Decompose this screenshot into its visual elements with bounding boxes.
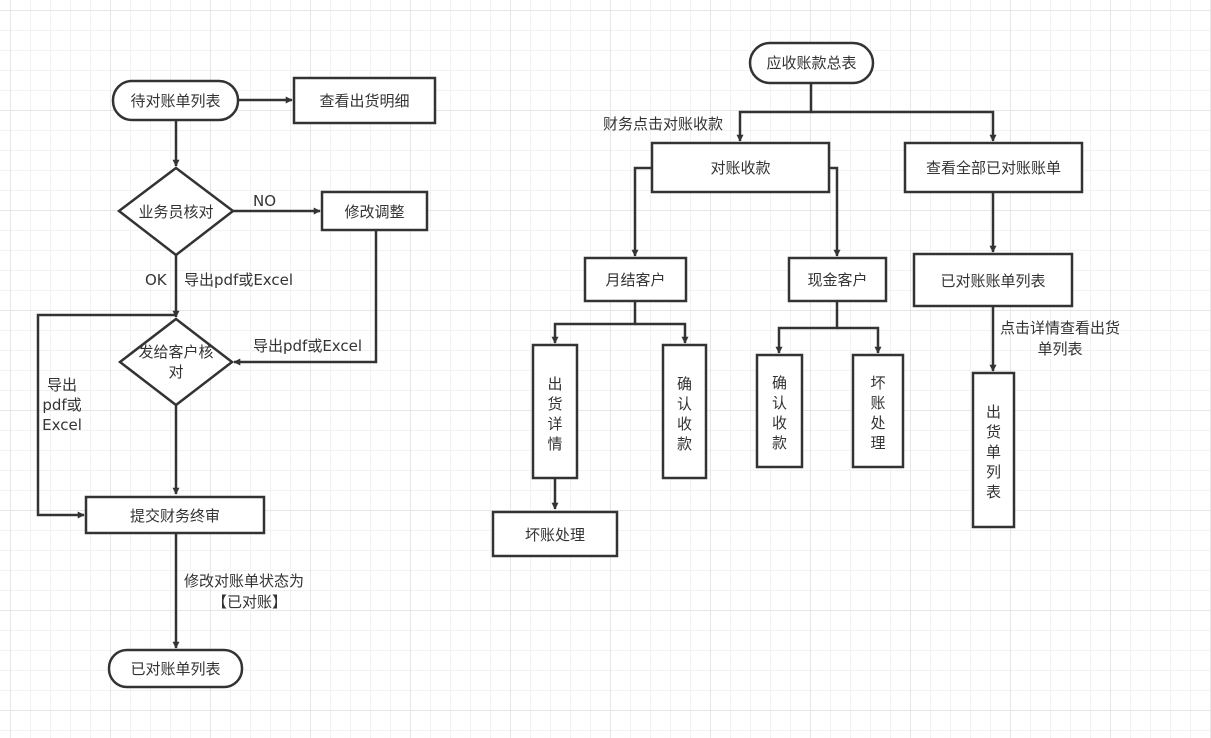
node-bad-debt-vertical-char-1: 坏	[870, 374, 885, 392]
node-confirm-collect-2[interactable]: 确 认 收 款	[755, 353, 804, 469]
node-confirm-collect-1-char-2: 认	[677, 395, 692, 413]
node-view-shipment-detail[interactable]: 查看出货明细	[292, 76, 437, 125]
node-reconciled-list-right-label: 已对账账单列表	[940, 272, 1045, 290]
node-shipment-list-char-3: 单	[986, 443, 1001, 461]
node-ar-summary[interactable]: 应收账款总表	[748, 41, 875, 85]
label-set-status-line2: 【已对账】	[212, 593, 287, 611]
label-export-3: 导出 pdf或 Excel	[42, 376, 82, 434]
node-confirm-collect-2-char-4: 款	[772, 434, 787, 452]
node-sales-check[interactable]: 业务员核对	[116, 166, 236, 257]
node-view-all-reconciled-label: 查看全部已对账账单	[926, 159, 1061, 177]
node-sales-check-label: 业务员核对	[138, 203, 213, 221]
node-modify-adjust-label: 修改调整	[344, 203, 404, 221]
edge-summary-branch-right	[811, 110, 997, 142]
node-shipment-list-char-4: 列	[986, 463, 1001, 481]
node-cash-customer-label: 现金客户	[807, 271, 867, 289]
node-ar-summary-label: 应收账款总表	[766, 54, 856, 72]
edge-collect-to-monthly	[631, 166, 651, 257]
node-confirm-collect-2-char-1: 确	[772, 374, 787, 392]
label-export-3-line1: 导出	[47, 376, 77, 394]
node-shipment-detail-char-1: 出	[547, 375, 562, 393]
edge-monthly-branch-left	[551, 302, 637, 344]
node-reconciled-list-right[interactable]: 已对账账单列表	[912, 252, 1074, 308]
node-confirm-collect-2-char-3: 收	[772, 414, 787, 432]
node-confirm-collect-1-char-1: 确	[677, 375, 692, 393]
node-bad-debt-horizontal[interactable]: 坏账处理	[491, 510, 619, 558]
node-modify-adjust[interactable]: 修改调整	[320, 190, 429, 232]
node-monthly-customer-label: 月结客户	[605, 271, 665, 289]
node-send-customer-label-line1: 发给客户核	[138, 343, 213, 361]
edge-modify-to-send	[233, 230, 378, 366]
node-confirm-collect-1[interactable]: 确 认 收 款	[661, 343, 708, 480]
node-bad-debt-vertical-char-4: 理	[870, 434, 885, 452]
node-confirm-collect-1-char-3: 收	[677, 415, 692, 433]
node-pending-list-label: 待对账单列表	[130, 92, 220, 110]
label-export-2: 导出pdf或Excel	[253, 337, 362, 355]
node-confirm-collect-1-char-4: 款	[677, 435, 692, 453]
label-export-3-line3: Excel	[42, 416, 82, 434]
node-confirm-collect-2-char-2: 认	[772, 394, 787, 412]
label-click-detail: 点击详情查看出货 单列表	[1000, 319, 1120, 358]
right-flow-edges	[551, 83, 997, 510]
node-view-all-reconciled[interactable]: 查看全部已对账账单	[903, 141, 1084, 194]
node-bad-debt-vertical[interactable]: 坏 账 处 理	[851, 353, 905, 469]
node-reconciled-list-left-label: 已对账单列表	[130, 660, 220, 678]
label-set-status-line1: 修改对账单状态为	[184, 572, 304, 590]
node-shipment-list-char-1: 出	[986, 403, 1001, 421]
edge-summary-branch	[736, 83, 813, 142]
node-monthly-customer[interactable]: 月结客户	[583, 256, 688, 303]
node-shipment-detail-char-3: 详	[547, 415, 562, 433]
node-shipment-detail-char-2: 货	[547, 395, 562, 413]
label-finance-click: 财务点击对账收款	[603, 115, 723, 133]
node-shipment-list-char-5: 表	[986, 483, 1001, 501]
node-bad-debt-vertical-char-2: 账	[870, 394, 885, 412]
node-shipment-detail[interactable]: 出 货 详 情	[531, 343, 579, 480]
node-reconcile-collect[interactable]: 对账收款	[650, 141, 831, 194]
label-ok: OK	[145, 271, 168, 289]
label-click-detail-line2: 单列表	[1037, 340, 1082, 358]
node-reconcile-collect-label: 对账收款	[710, 159, 770, 177]
edge-collect-to-cash	[830, 166, 841, 257]
node-submit-finance-label: 提交财务终审	[130, 507, 220, 525]
edge-cash-branch-left	[775, 302, 839, 354]
node-bad-debt-vertical-char-3: 处	[870, 414, 885, 432]
node-shipment-detail-char-4: 情	[547, 435, 562, 453]
node-bad-debt-horizontal-label: 坏账处理	[525, 526, 585, 544]
label-click-detail-line1: 点击详情查看出货	[1000, 319, 1120, 337]
node-submit-finance[interactable]: 提交财务终审	[84, 495, 266, 535]
left-flow-edges	[36, 96, 378, 649]
node-send-customer-label-line2: 对	[168, 363, 183, 381]
edge-export-loop-to-submit	[36, 313, 176, 519]
node-cash-customer[interactable]: 现金客户	[787, 256, 888, 303]
node-shipment-list[interactable]: 出 货 单 列 表	[971, 371, 1016, 529]
node-pending-list[interactable]: 待对账单列表	[111, 79, 240, 122]
label-export-3-line2: pdf或	[42, 396, 81, 414]
label-no: NO	[253, 192, 276, 210]
node-view-shipment-detail-label: 查看出货明细	[319, 92, 409, 110]
label-export-1: 导出pdf或Excel	[184, 271, 293, 289]
node-shipment-list-char-2: 货	[986, 423, 1001, 441]
node-send-customer[interactable]: 发给客户核 对	[117, 317, 235, 407]
edge-cash-branch-right	[837, 326, 882, 354]
label-set-status: 修改对账单状态为 【已对账】	[184, 572, 304, 611]
edge-monthly-branch-right	[635, 322, 689, 344]
node-reconciled-list-left[interactable]: 已对账单列表	[107, 648, 244, 689]
